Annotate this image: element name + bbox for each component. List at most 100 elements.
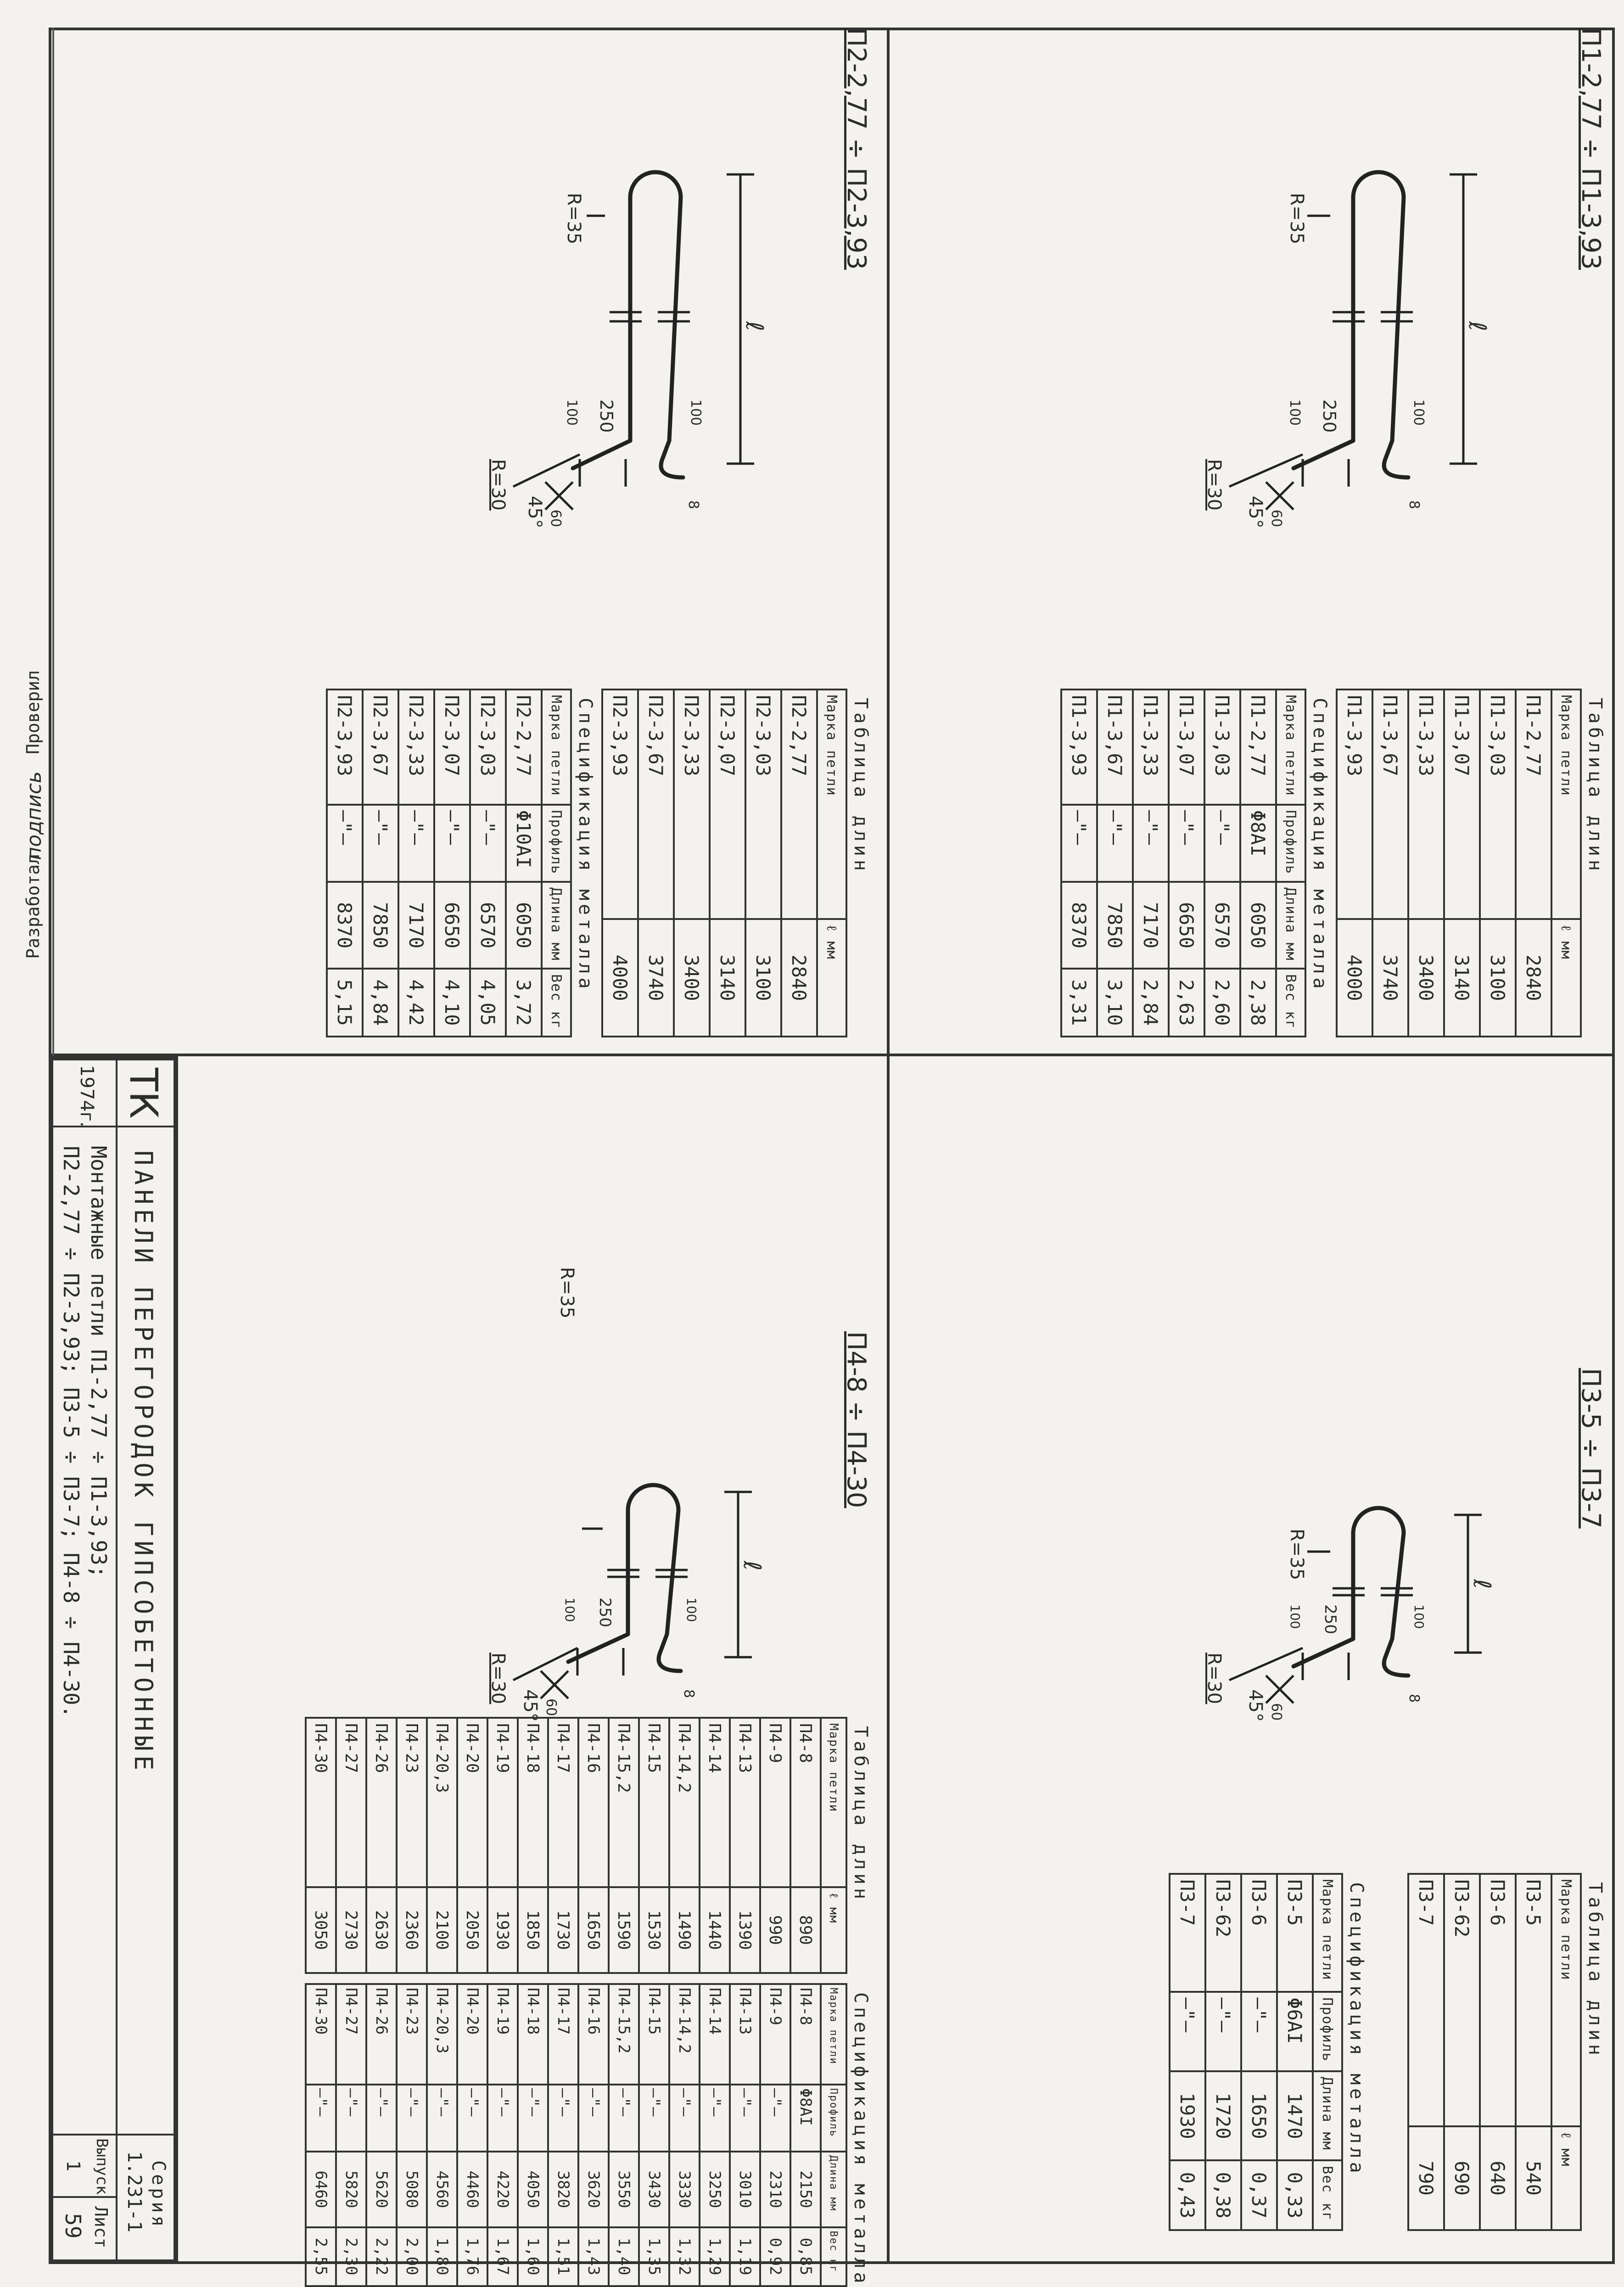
loop-p1-dim-100b: 100 [1411, 399, 1427, 426]
cell-weight: 4,84 [363, 969, 398, 1037]
cell-weight: 5,15 [327, 969, 363, 1037]
cell-profile: —"— [397, 2084, 427, 2152]
p2-spec-col-weight: Вес кг [542, 969, 571, 1037]
cell-len: 1730 [548, 1887, 578, 1973]
p3-spec-col-weight: Вес кг [1313, 2160, 1342, 2230]
cell-len: 6650 [1169, 882, 1204, 969]
cell-mark: П1-3,67 [1097, 689, 1133, 805]
cell-len: 6570 [470, 882, 506, 969]
cell-len: 6050 [506, 882, 542, 969]
cell-mark: П4-27 [336, 1718, 366, 1887]
cell-weight: 1,29 [700, 2227, 730, 2286]
cell-len: 3050 [306, 1887, 336, 1973]
loop-p3-angle: 45° [1245, 1689, 1266, 1722]
loop-p3-r35: R=35 [1286, 1529, 1307, 1581]
cell-mark: П4-15 [639, 1718, 669, 1887]
cell-mark: П4-18 [518, 1984, 548, 2085]
cell-profile: —"— [363, 804, 398, 882]
cell-mark: П4-16 [578, 1984, 609, 2085]
cell-mark: П3-6 [1241, 1874, 1277, 1992]
cell-len: 1930 [487, 1887, 518, 1973]
cell-len: 990 [760, 1887, 790, 1973]
cell-profile: —"— [1204, 804, 1240, 882]
cell-mark: П2-3,07 [434, 689, 470, 805]
cell-mark: П1-3,07 [1444, 689, 1480, 919]
cell-len: 1720 [1205, 2071, 1241, 2161]
p3-spec-table-caption: Спецификация металла [1346, 1882, 1367, 2177]
cell-len: 6650 [434, 882, 470, 969]
cell-weight: 4,42 [398, 969, 434, 1037]
loop-p2-dim-60: 60 [548, 510, 564, 527]
cell-mark: П1-2,77 [1516, 689, 1551, 919]
cell-mark: П1-3,07 [1169, 689, 1204, 805]
title-block-series-label: Серия [148, 2160, 169, 2230]
loop-p4-r30: R=30 [487, 1653, 509, 1704]
title-block-year: 1974г. [76, 1065, 97, 1127]
cell-profile: —"— [366, 2084, 397, 2152]
p3-length-col-len: ℓ мм [1551, 2126, 1581, 2230]
stamp-developed: Разработал [23, 854, 43, 959]
cell-profile: —"— [669, 2084, 700, 2152]
loop-p2-dim-250: 250 [596, 399, 616, 433]
loop-p2-title: П2-2,77 ÷ П2-3,93 [841, 28, 871, 270]
cell-mark: П2-3,03 [745, 689, 781, 919]
p4-length-table-caption: Таблица длин [850, 1726, 871, 1903]
cell-len: 1650 [1241, 2071, 1277, 2161]
cell-mark: П4-19 [487, 1984, 518, 2085]
cell-len: 540 [1516, 2126, 1551, 2230]
p1-spec-col-weight: Вес кг [1276, 969, 1305, 1037]
cell-mark: П1-2,77 [1240, 689, 1276, 805]
p3-spec-table: Спецификация металла Марка петли Профиль… [1169, 1873, 1367, 2231]
cell-mark: П4-18 [518, 1718, 548, 1887]
cell-len: 3430 [639, 2152, 669, 2227]
cell-len: 3550 [609, 2152, 639, 2227]
cell-mark: П1-3,03 [1480, 689, 1516, 919]
cell-mark: П4-14 [700, 1984, 730, 2085]
cell-len: 2730 [336, 1887, 366, 1973]
cell-len: 3400 [1408, 919, 1444, 1037]
cell-mark: П4-23 [397, 1984, 427, 2085]
cell-len: 2630 [366, 1887, 397, 1973]
cell-mark: П2-3,93 [327, 689, 363, 805]
cell-profile: —"— [548, 2084, 578, 2152]
cell-profile: Φ8AI [1240, 804, 1276, 882]
cell-mark: П2-3,33 [398, 689, 434, 805]
cell-profile: —"— [327, 804, 363, 882]
cell-mark: П1-3,93 [1337, 689, 1372, 919]
loop-p3-shape [1291, 1506, 1411, 1678]
cell-len: 2100 [427, 1887, 457, 1973]
cell-mark: П4-14,2 [669, 1984, 700, 2085]
loop-p1-dim-250: 250 [1319, 399, 1339, 433]
cell-mark: П4-30 [306, 1984, 336, 2085]
p4-length-col-len: ℓ мм [821, 1887, 846, 1973]
cell-len: 8370 [1061, 882, 1097, 969]
loop-p4-length-symbol: ℓ [738, 1561, 766, 1571]
cell-mark: П3-7 [1170, 1874, 1205, 1992]
cell-mark: П4-20,3 [427, 1984, 457, 2085]
cell-weight: 1,35 [639, 2227, 669, 2286]
loop-p1-dim-100a: 100 [1287, 399, 1303, 426]
cell-profile: —"— [1170, 1992, 1205, 2072]
cell-len: 1440 [700, 1887, 730, 1973]
cell-mark: П4-23 [397, 1718, 427, 1887]
cell-mark: П3-7 [1408, 1874, 1444, 2126]
